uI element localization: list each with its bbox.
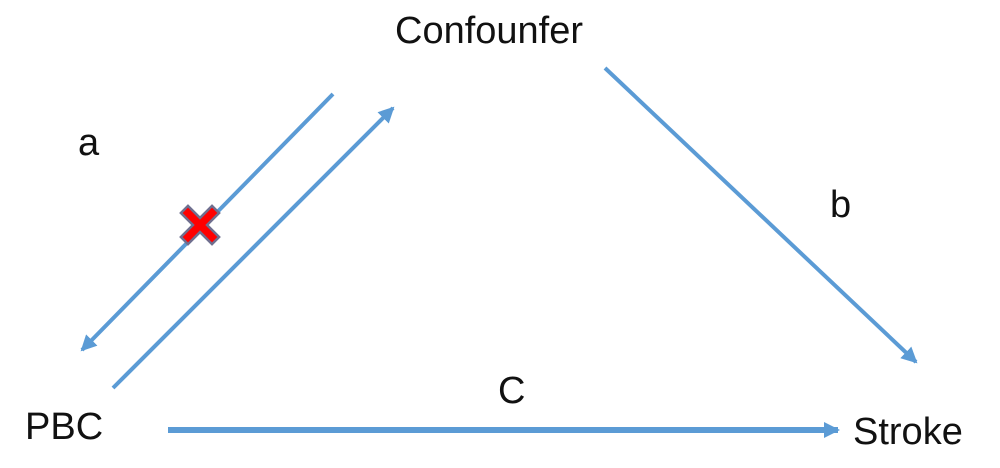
node-confounder: Confounfer bbox=[395, 10, 584, 52]
edge-b-label: b bbox=[830, 184, 852, 226]
arrow-pbc-to-confounder bbox=[111, 106, 395, 390]
node-pbc: PBC bbox=[25, 406, 104, 448]
edge-c-label: C bbox=[498, 370, 526, 412]
edge-a-label: a bbox=[78, 122, 100, 164]
blocked-x-icon bbox=[179, 204, 221, 246]
arrow-confounder-to-stroke bbox=[603, 66, 918, 364]
node-stroke: Stroke bbox=[853, 411, 963, 453]
